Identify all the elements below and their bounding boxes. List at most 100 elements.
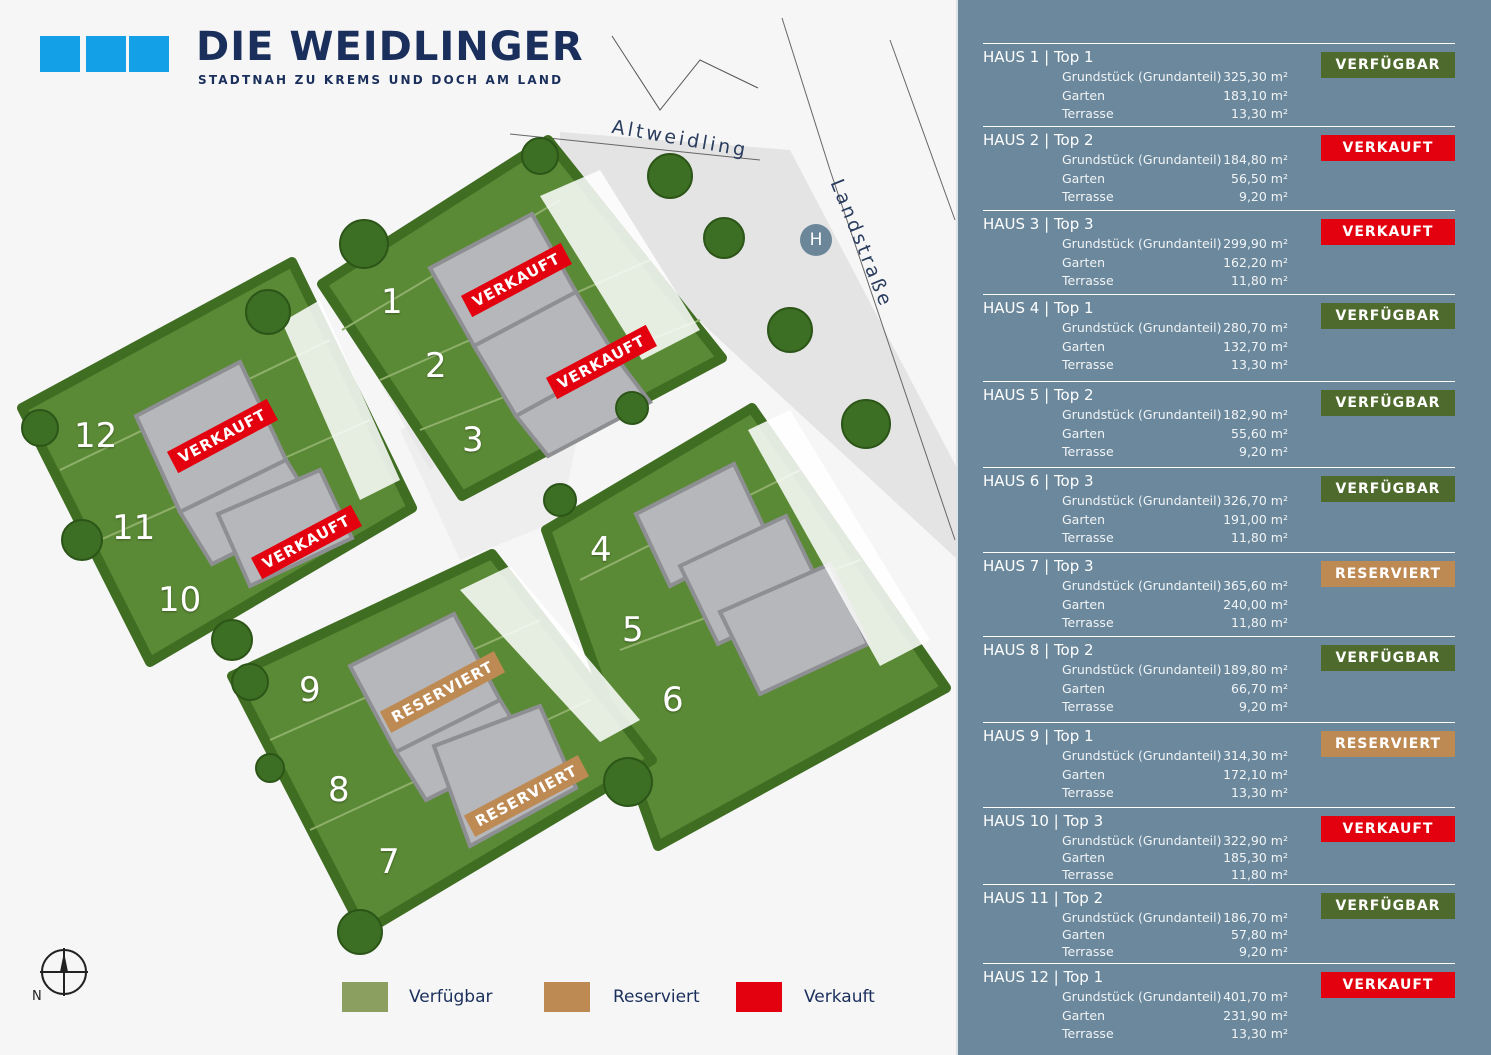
label-grundstueck: Grundstück (Grundanteil): [1062, 578, 1222, 593]
value-terrasse: 9,20 m²: [1239, 699, 1288, 714]
bus-stop-icon: H: [800, 224, 832, 256]
label-terrasse: Terrasse: [1062, 444, 1114, 459]
plot-number-4: 4: [590, 530, 612, 570]
label-garten: Garten: [1062, 850, 1105, 865]
value-garten: 240,00 m²: [1223, 597, 1288, 612]
legend-swatch-verfuegbar: [342, 982, 388, 1012]
status-badge: VERKAUFT: [1321, 972, 1455, 998]
value-terrasse: 13,30 m²: [1231, 785, 1288, 800]
label-garten: Garten: [1062, 426, 1105, 441]
plot-number-10: 10: [158, 580, 202, 620]
logo-square-1: [40, 36, 80, 72]
plot-number-5: 5: [622, 610, 644, 650]
status-badge: VERKAUFT: [1321, 816, 1455, 842]
value-grundstueck: 280,70 m²: [1223, 320, 1288, 335]
house-header: HAUS 11 | Top 2: [983, 889, 1104, 907]
plot-number-9: 9: [299, 670, 321, 710]
plot-number-2: 2: [425, 346, 447, 386]
label-grundstueck: Grundstück (Grundanteil): [1062, 989, 1222, 1004]
value-terrasse: 13,30 m²: [1231, 1026, 1288, 1041]
value-terrasse: 11,80 m²: [1231, 867, 1288, 882]
label-grundstueck: Grundstück (Grundanteil): [1062, 152, 1222, 167]
house-row: HAUS 12 | Top 1 Grundstück (Grundanteil)4…: [983, 963, 1455, 1048]
label-terrasse: Terrasse: [1062, 867, 1114, 882]
label-grundstueck: Grundstück (Grundanteil): [1062, 748, 1222, 763]
label-terrasse: Terrasse: [1062, 357, 1114, 372]
value-terrasse: 11,80 m²: [1231, 530, 1288, 545]
value-terrasse: 9,20 m²: [1239, 189, 1288, 204]
plot-number-12: 12: [74, 416, 118, 456]
house-header: HAUS 12 | Top 1: [983, 968, 1104, 986]
label-terrasse: Terrasse: [1062, 785, 1114, 800]
label-garten: Garten: [1062, 927, 1105, 942]
house-header: HAUS 5 | Top 2: [983, 386, 1094, 404]
logo-square-3: [129, 36, 169, 72]
value-garten: 66,70 m²: [1231, 681, 1288, 696]
status-badge: VERKAUFT: [1321, 219, 1455, 245]
value-garten: 132,70 m²: [1223, 339, 1288, 354]
label-garten: Garten: [1062, 339, 1105, 354]
value-grundstueck: 401,70 m²: [1223, 989, 1288, 1004]
plot-number-1: 1: [381, 282, 403, 322]
label-terrasse: Terrasse: [1062, 189, 1114, 204]
label-grundstueck: Grundstück (Grundanteil): [1062, 662, 1222, 677]
status-badge: VERFÜGBAR: [1321, 645, 1455, 671]
house-header: HAUS 7 | Top 3: [983, 557, 1094, 575]
status-badge: RESERVIERT: [1321, 731, 1455, 757]
house-header: HAUS 1 | Top 1: [983, 48, 1094, 66]
plot-number-7: 7: [378, 842, 400, 882]
value-terrasse: 11,80 m²: [1231, 615, 1288, 630]
house-row: HAUS 3 | Top 3 Grundstück (Grundanteil)29…: [983, 210, 1455, 295]
label-terrasse: Terrasse: [1062, 699, 1114, 714]
house-header: HAUS 3 | Top 3: [983, 215, 1094, 233]
house-header: HAUS 9 | Top 1: [983, 727, 1094, 745]
status-badge: VERFÜGBAR: [1321, 303, 1455, 329]
legend-label-verfuegbar: Verfügbar: [409, 987, 493, 1007]
value-terrasse: 9,20 m²: [1239, 444, 1288, 459]
value-garten: 162,20 m²: [1223, 255, 1288, 270]
panel-divider: [956, 0, 959, 1055]
value-grundstueck: 189,80 m²: [1223, 662, 1288, 677]
label-garten: Garten: [1062, 88, 1105, 103]
label-terrasse: Terrasse: [1062, 273, 1114, 288]
label-garten: Garten: [1062, 171, 1105, 186]
label-terrasse: Terrasse: [1062, 615, 1114, 630]
plot-number-6: 6: [662, 680, 684, 720]
value-terrasse: 11,80 m²: [1231, 273, 1288, 288]
status-badge: VERFÜGBAR: [1321, 893, 1455, 919]
label-terrasse: Terrasse: [1062, 530, 1114, 545]
label-grundstueck: Grundstück (Grundanteil): [1062, 320, 1222, 335]
legend-label-reserviert: Reserviert: [613, 987, 700, 1007]
brand-title: DIE WEIDLINGER: [196, 24, 584, 70]
label-terrasse: Terrasse: [1062, 106, 1114, 121]
label-grundstueck: Grundstück (Grundanteil): [1062, 236, 1222, 251]
label-grundstueck: Grundstück (Grundanteil): [1062, 910, 1222, 925]
house-header: HAUS 8 | Top 2: [983, 641, 1094, 659]
value-garten: 172,10 m²: [1223, 767, 1288, 782]
status-badge: VERFÜGBAR: [1321, 52, 1455, 78]
label-grundstueck: Grundstück (Grundanteil): [1062, 69, 1222, 84]
plot-number-11: 11: [112, 508, 156, 548]
plot-number-3: 3: [462, 420, 484, 460]
plot-number-8: 8: [328, 770, 350, 810]
value-grundstueck: 299,90 m²: [1223, 236, 1288, 251]
value-grundstueck: 326,70 m²: [1223, 493, 1288, 508]
value-grundstueck: 182,90 m²: [1223, 407, 1288, 422]
label-grundstueck: Grundstück (Grundanteil): [1062, 407, 1222, 422]
value-garten: 57,80 m²: [1231, 927, 1288, 942]
value-terrasse: 9,20 m²: [1239, 944, 1288, 959]
house-row: HAUS 11 | Top 2 Grundstück (Grundanteil)1…: [983, 884, 1455, 964]
site-plan-panel: DIE WEIDLINGER STADTNAH ZU KREMS UND DOC…: [17, 17, 958, 1012]
house-list-panel: [958, 0, 1491, 1055]
house-row: HAUS 8 | Top 2 Grundstück (Grundanteil)18…: [983, 636, 1455, 723]
value-grundstueck: 186,70 m²: [1223, 910, 1288, 925]
compass-north-label: N: [32, 989, 42, 1004]
value-garten: 191,00 m²: [1223, 512, 1288, 527]
